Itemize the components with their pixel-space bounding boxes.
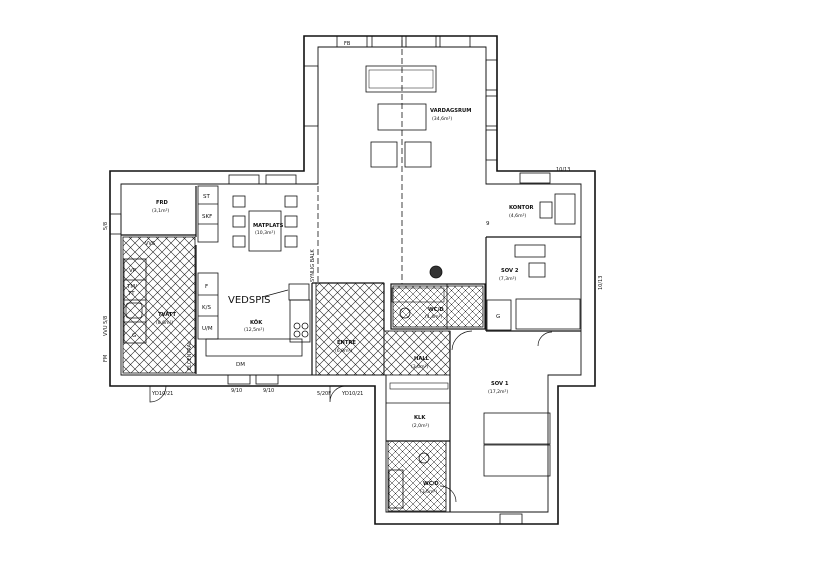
- label-fb: FB: [344, 41, 351, 47]
- label-nine: 9: [486, 221, 490, 227]
- label-klk: KLK: [414, 415, 426, 421]
- label-matplats: MATPLATS: [253, 223, 284, 229]
- area-entre: (6,9m²): [335, 348, 352, 354]
- hatched-areas: [122, 236, 484, 512]
- area-wc2: (3,6m²): [420, 489, 437, 495]
- label-vedspis: VEDSPIS: [228, 295, 271, 306]
- tvatt-hatch: [122, 236, 196, 374]
- label-vardagsrum: VARDAGSRUM: [430, 108, 471, 114]
- furniture: [205, 65, 581, 509]
- room-labels: VARDAGSRUM (34,6m²) MATPLATS (10,3m²) FR…: [152, 108, 533, 495]
- label-9-10b: 9/10: [263, 388, 274, 394]
- fixture-labels: VEDSPIS SYNLIG BALK ST SKF F K/S U/M DM …: [103, 41, 604, 397]
- label-g-tvatt: G: [132, 333, 136, 339]
- area-sov2: (7,3m²): [499, 276, 516, 282]
- label-sov1: SOV 1: [491, 381, 509, 387]
- label-tm: TM/: [126, 284, 137, 290]
- label-wc2: WC/D: [423, 481, 439, 487]
- label-ks: K/S: [202, 305, 211, 311]
- label-10-13a: 10/13: [556, 167, 570, 173]
- label-um: U/M: [202, 326, 213, 332]
- label-window-58: 5/8: [103, 222, 109, 230]
- desk: [554, 193, 576, 225]
- label-hall: HALL: [414, 356, 430, 362]
- bed-sov1-top: [483, 412, 551, 445]
- vedspis-stove: [288, 283, 310, 301]
- label-tvatt: TVÄTT: [158, 311, 176, 318]
- bed-sov1-bottom: [483, 444, 551, 477]
- window-marks: [109, 35, 551, 525]
- label-vvu: VVU 5/8: [103, 316, 109, 336]
- label-yd-left: YD10/21: [151, 391, 173, 397]
- label-kok: KÖK: [250, 319, 263, 326]
- label-entre: ENTRE: [337, 340, 356, 346]
- area-klk: (2,0m²): [412, 423, 429, 429]
- label-skf: SKF: [202, 214, 212, 220]
- dining-table: [248, 210, 282, 252]
- label-sov2: SOV 2: [501, 268, 519, 274]
- label-10-13b: 10/13: [598, 276, 604, 290]
- outer-walls: [109, 35, 596, 525]
- armchair-right: [404, 141, 432, 168]
- interior-walls: [121, 185, 581, 512]
- label-yd-right: YD10/21: [341, 391, 363, 397]
- bed-sov2: [515, 298, 581, 330]
- label-9-10a: 9/10: [231, 388, 242, 394]
- area-wc1: (4,4m²): [425, 314, 442, 320]
- label-tt: TT: [127, 291, 135, 297]
- label-elcentral: ELCENTRAL: [187, 341, 193, 370]
- label-g-wc: G: [496, 314, 500, 320]
- area-hall: (3,6m²): [411, 364, 428, 370]
- sofa: [365, 65, 437, 93]
- beam-lines: [317, 40, 403, 284]
- doors: [149, 330, 553, 503]
- label-f: F: [205, 284, 208, 290]
- area-frd: (3,1m²): [152, 208, 169, 214]
- label-st: ST: [203, 194, 210, 200]
- label-dm: DM: [236, 362, 245, 368]
- label-vp: VP: [129, 268, 137, 274]
- area-tvatt: (8,6m²): [156, 320, 173, 326]
- fireplace-vent: [429, 265, 443, 279]
- label-fm: FM: [103, 355, 109, 362]
- wc1-hatch: [392, 285, 484, 328]
- area-kontor: (4,6m²): [509, 213, 526, 219]
- label-wc1: WC/D: [428, 307, 444, 313]
- area-kok: (12,5m²): [244, 327, 264, 333]
- label-synlig-balk: SYNLIG BALK: [310, 249, 316, 282]
- kitchen-island: [205, 338, 303, 357]
- armchair-left: [370, 141, 398, 168]
- area-sov1: (17,2m²): [488, 389, 508, 395]
- area-matplats: (10,3m²): [255, 230, 275, 236]
- entre-hatch: [315, 282, 385, 376]
- label-frd: FRD: [156, 200, 169, 206]
- label-5-20f: 5/20F: [317, 391, 331, 397]
- area-vardagsrum: (34,6m²): [432, 116, 452, 122]
- hall-hatch: [383, 330, 451, 376]
- label-vvs: VVS: [145, 241, 155, 247]
- label-kontor: KONTOR: [509, 205, 533, 211]
- wc2-hatch: [387, 440, 447, 512]
